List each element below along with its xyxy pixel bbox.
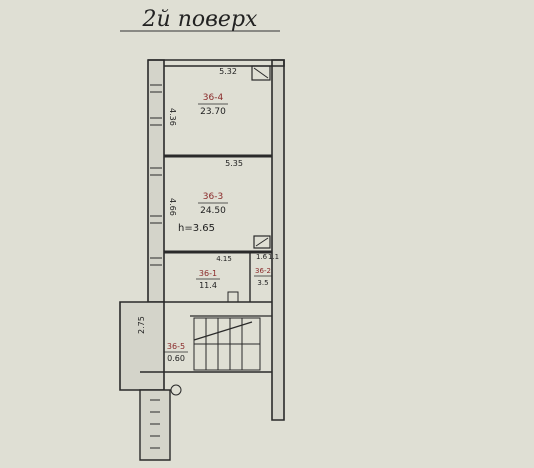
height-note: h=3.65 — [178, 223, 215, 234]
dim-room2-depth: 4.66 — [168, 198, 177, 216]
room-code: 36-4 — [203, 93, 224, 103]
room-area: 3.5 — [257, 279, 268, 287]
room-label-3: 36-1 11.4 — [196, 269, 220, 290]
dim-small-b: 1.1 — [268, 253, 279, 261]
fixture-box-icon — [227, 291, 239, 303]
room-label-4: 36-2 3.5 — [254, 267, 272, 287]
dim-room1-depth: 4.36 — [168, 108, 177, 126]
dim-stair-depth: 2.75 — [137, 316, 146, 334]
stair-flight — [193, 317, 261, 371]
room-area: 23.70 — [200, 107, 226, 117]
left-window-marks — [150, 84, 162, 266]
fixture-round-icon — [170, 384, 182, 396]
room-code: 36-5 — [167, 342, 185, 351]
interior-walls — [164, 154, 272, 317]
room-code: 36-1 — [199, 269, 217, 278]
dim-top-width: 5.32 — [219, 67, 237, 76]
stove-icon-2 — [253, 235, 271, 249]
room-code: 36-2 — [255, 267, 271, 275]
dim-lower-width: 4.15 — [216, 255, 232, 263]
stove-icon — [251, 65, 271, 81]
outer-walls — [119, 59, 285, 461]
dim-small-a: 1.6 — [256, 253, 268, 261]
room-area: 24.50 — [200, 206, 226, 216]
room-label-1: 36-4 23.70 — [198, 93, 228, 117]
dim-mid-width: 5.35 — [225, 159, 243, 168]
room-area: 11.4 — [199, 281, 217, 290]
room-label-5: 36-5 0.60 — [164, 342, 188, 363]
room-code: 36-3 — [203, 192, 223, 202]
room-area: 0.60 — [167, 354, 185, 363]
ladder-marks — [150, 399, 160, 449]
room-label-2: 36-3 24.50 — [198, 192, 228, 216]
plan-title: 2й поверх — [142, 7, 258, 32]
